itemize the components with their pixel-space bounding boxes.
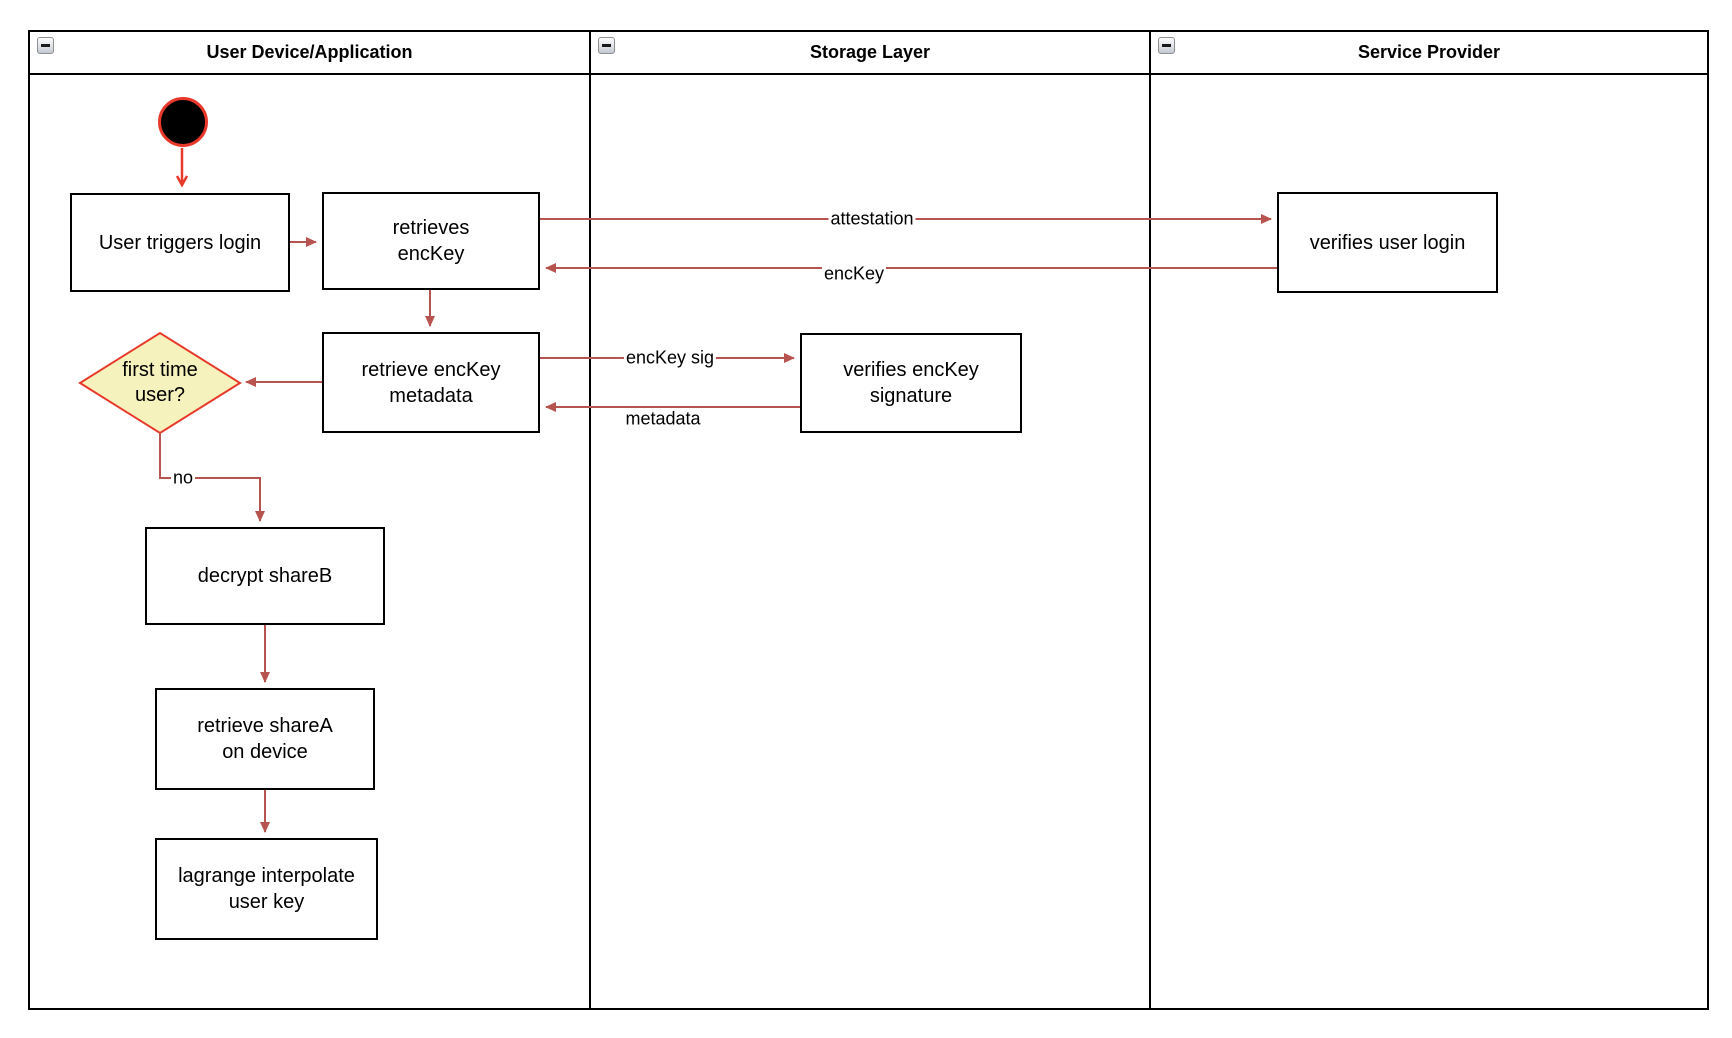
lane-header-user-device[interactable]: User Device/Application <box>206 42 413 62</box>
collapse-lane-icon[interactable] <box>1158 37 1175 54</box>
lane-header-separator <box>28 73 1709 75</box>
lane-separator-2 <box>1149 30 1151 1010</box>
node-retrieve-sharea-on-device[interactable]: retrieve shareA on device <box>155 688 375 790</box>
lane-header-service-provider[interactable]: Service Provider <box>1357 42 1501 62</box>
minus-icon <box>41 44 50 47</box>
lane-separator-1 <box>589 30 591 1010</box>
node-verifies-user-login[interactable]: verifies user login <box>1277 192 1498 293</box>
minus-icon <box>602 44 611 47</box>
edge-label-enckey: encKey <box>821 263 887 285</box>
collapse-lane-icon[interactable] <box>598 37 615 54</box>
start-state-circle[interactable] <box>158 97 208 147</box>
node-lagrange-interpolate-user-key[interactable]: lagrange interpolate user key <box>155 838 378 940</box>
node-user-triggers-login[interactable]: User triggers login <box>70 193 290 292</box>
node-decrypt-shareb[interactable]: decrypt shareB <box>145 527 385 625</box>
edge-label-no: no <box>170 467 196 489</box>
lane-header-storage-layer[interactable]: Storage Layer <box>809 42 931 62</box>
decision-label-first-time-user: first time user? <box>122 359 198 406</box>
edge-label-attestation: attestation <box>828 208 916 230</box>
collapse-lane-icon[interactable] <box>37 37 54 54</box>
edge-label-enckey-sig: encKey sig <box>623 347 717 369</box>
node-retrieve-enckey-metadata[interactable]: retrieve encKey metadata <box>322 332 540 433</box>
node-retrieves-enckey[interactable]: retrieves encKey <box>322 192 540 290</box>
node-verifies-enckey-signature[interactable]: verifies encKey signature <box>800 333 1022 433</box>
minus-icon <box>1162 44 1171 47</box>
edge-label-metadata: metadata <box>625 408 701 429</box>
